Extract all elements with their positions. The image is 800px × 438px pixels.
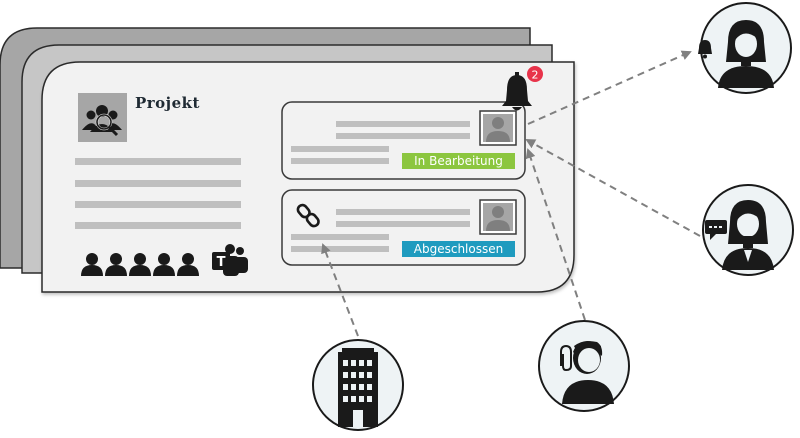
status-badge-in-progress [402, 153, 515, 169]
connectors [321, 50, 701, 337]
project-team-icon [78, 93, 127, 142]
woman-chat-icon [705, 200, 774, 270]
building-icon [338, 348, 378, 427]
woman-bell-person [698, 2, 792, 94]
man-paperclip-person [538, 320, 630, 412]
description-lines [75, 158, 241, 229]
teams-app-icon: T [212, 244, 248, 276]
arrow-from-man-paperclip [525, 148, 586, 321]
task-1-lines [291, 121, 470, 164]
arrow-from-building [321, 243, 359, 337]
notification-count: 2 [532, 69, 539, 82]
task-2-lines [291, 209, 470, 252]
avatar-placeholder-icon [479, 199, 517, 235]
status-label-completed: Abgeschlossen [413, 242, 504, 256]
team-members-icon [81, 253, 199, 276]
project-title: Projekt [135, 94, 200, 112]
avatar-placeholder-icon [479, 110, 517, 146]
status-badge-completed [402, 241, 515, 257]
status-label-in-progress: In Bearbeitung [414, 154, 503, 168]
man-paperclip-icon [560, 341, 614, 404]
woman-bell-icon [698, 20, 774, 88]
building-person [312, 339, 404, 431]
woman-chat-person [702, 184, 794, 276]
arrow-to-woman-bell [527, 50, 692, 125]
svg-text:T: T [217, 255, 226, 270]
bell-icon[interactable] [502, 72, 532, 111]
notification-badge [527, 66, 543, 82]
arrow-from-woman-chat [525, 139, 701, 237]
link-icon [296, 203, 320, 228]
